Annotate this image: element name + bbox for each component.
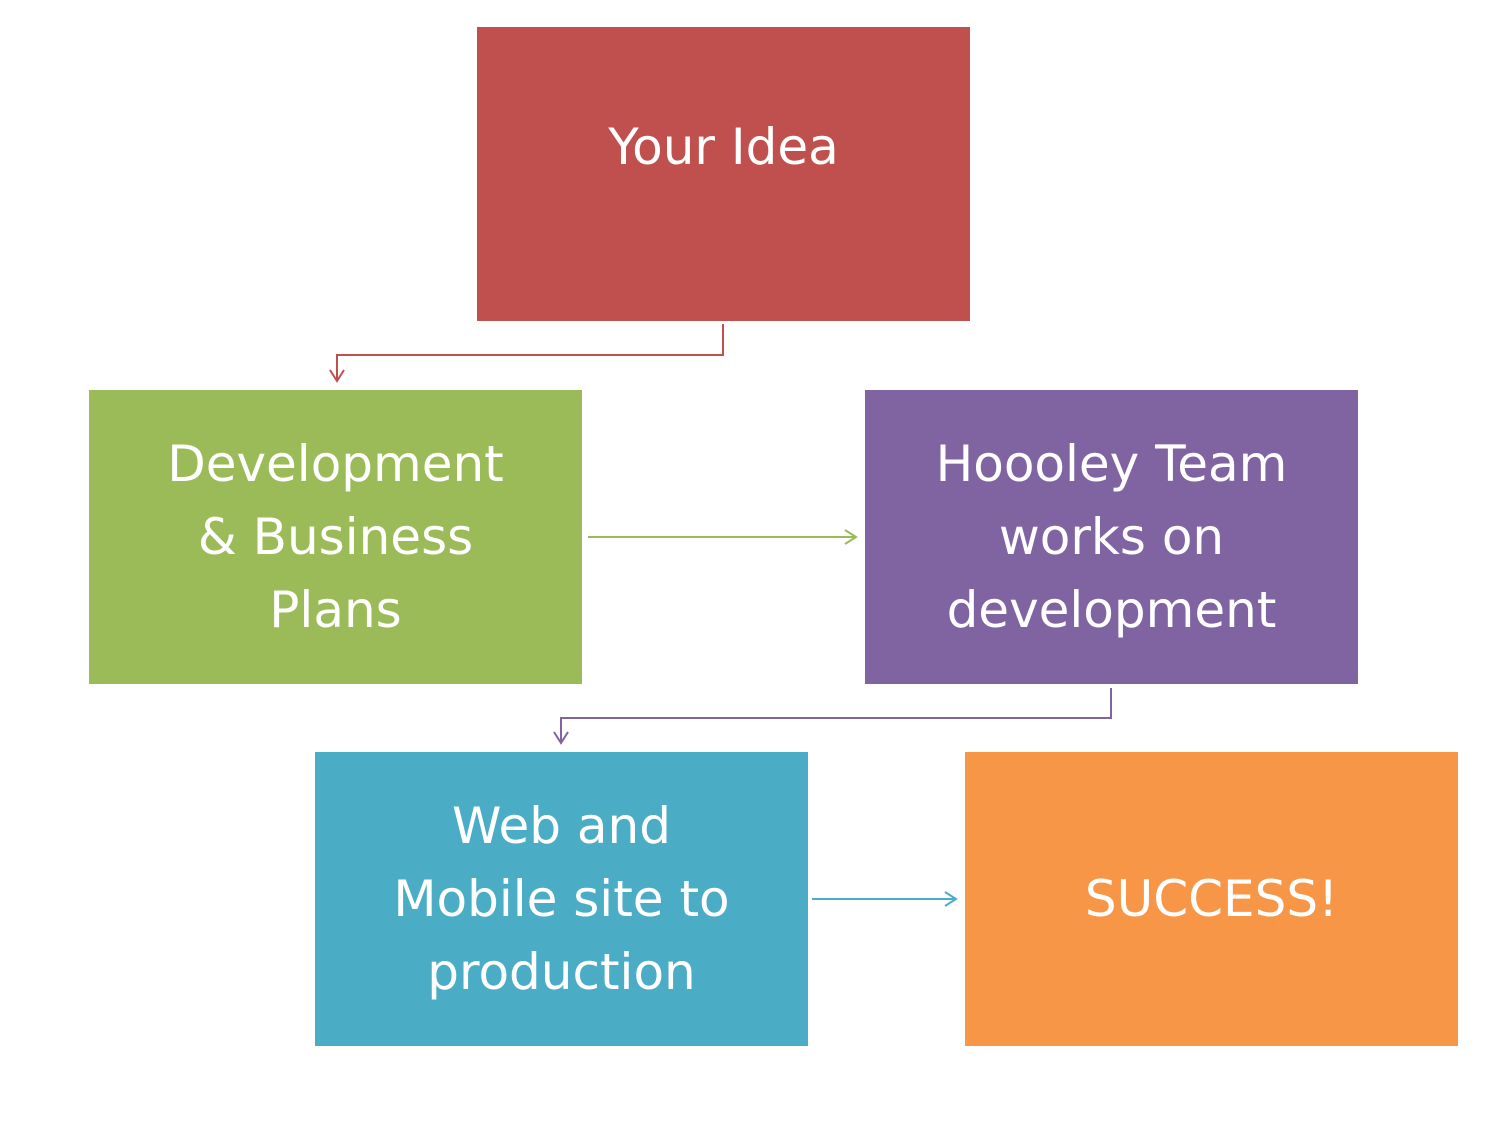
node-your-idea: Your Idea xyxy=(477,27,970,321)
node-development-business-plans: Development & Business Plans xyxy=(89,390,582,684)
node-development-business-plans-label: Development & Business Plans xyxy=(167,434,504,639)
node-hoooley-team: Hoooley Team works on development xyxy=(865,390,1358,684)
node-success: SUCCESS! xyxy=(965,752,1458,1046)
node-web-mobile-production-label: Web and Mobile site to production xyxy=(393,796,730,1001)
node-success-label: SUCCESS! xyxy=(1084,869,1339,928)
node-hoooley-team-label: Hoooley Team works on development xyxy=(935,434,1288,639)
node-your-idea-label: Your Idea xyxy=(608,117,839,176)
edge-idea-to-plans xyxy=(329,324,724,383)
edge-team-to-web xyxy=(553,688,1112,745)
node-web-mobile-production: Web and Mobile site to production xyxy=(315,752,808,1046)
edge-plans-to-team xyxy=(588,529,858,545)
edge-web-to-success xyxy=(812,891,958,907)
